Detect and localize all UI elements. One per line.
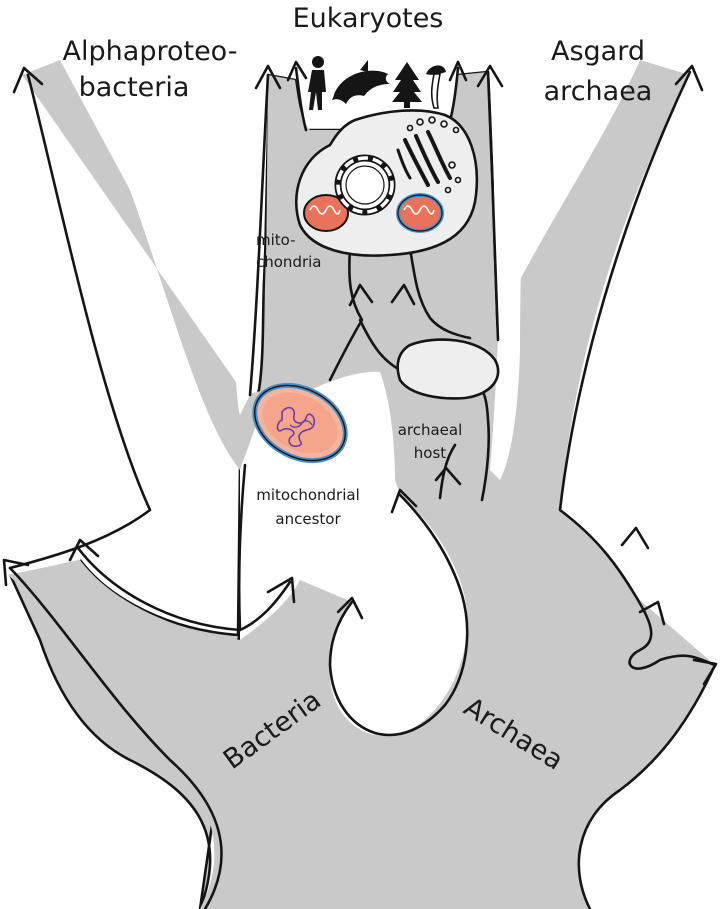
organism-icons xyxy=(308,56,446,110)
arrowhead-mito-stem-2 xyxy=(390,283,416,306)
dolphin-icon xyxy=(332,60,390,104)
arrowhead-alpha-left xyxy=(12,66,44,94)
tree-icon xyxy=(392,62,422,108)
tree-body xyxy=(8,60,715,909)
label-ancestor-line1: mitochondrial xyxy=(256,486,360,504)
label-archaeal-line1: archaeal xyxy=(398,421,463,439)
label-eukaryotes: Eukaryotes xyxy=(293,3,444,34)
arrowhead-bacteria-mid xyxy=(266,576,296,604)
arrowhead-right-1 xyxy=(620,526,650,550)
arrowhead-bacteria-loop xyxy=(336,596,364,620)
arrowhead-right-3 xyxy=(692,658,718,686)
label-mito-line2: chondria xyxy=(256,253,322,271)
arrowheads xyxy=(2,60,718,686)
arrowhead-alpha-right xyxy=(254,64,282,90)
arrowhead-mito-stem-1 xyxy=(348,283,374,307)
mitochondrion-left xyxy=(303,194,349,232)
golgi-apparatus xyxy=(396,116,462,194)
label-asgard-line1: Asgard xyxy=(551,36,645,67)
archaeal-host-cell xyxy=(396,338,500,400)
human-icon xyxy=(308,56,326,110)
nucleus xyxy=(334,154,396,216)
label-archaeal-line2: host xyxy=(414,444,446,462)
arrowhead-asgard-right xyxy=(674,64,704,92)
arrowhead-right-2 xyxy=(638,600,666,626)
label-alphaproteobacteria-line1: Alphaproteo- xyxy=(63,36,238,67)
arrowhead-archaea-loop xyxy=(390,488,418,514)
dna-tangle xyxy=(276,406,316,448)
arrowhead-host xyxy=(434,466,462,486)
label-mito-line1: mito- xyxy=(256,231,296,249)
tree-outlines xyxy=(8,66,717,909)
label-asgard-line2: archaea xyxy=(544,76,653,107)
eukaryotic-cell xyxy=(294,109,479,257)
label-ancestor-line2: ancestor xyxy=(275,510,341,528)
mushroom-icon xyxy=(426,65,446,109)
label-alphaproteobacteria-line2: bacteria xyxy=(79,72,190,103)
arrowhead-asgard-left xyxy=(476,64,504,88)
arrowhead-left-outer xyxy=(2,558,30,587)
mitochondrion-right xyxy=(396,193,444,233)
arrowhead-euk-2 xyxy=(448,60,468,82)
mitochondrial-ancestor-cell xyxy=(252,382,348,464)
arrowhead-euk-1 xyxy=(286,60,308,82)
white-gaps xyxy=(0,0,720,665)
arrowhead-left-inner xyxy=(68,538,100,562)
